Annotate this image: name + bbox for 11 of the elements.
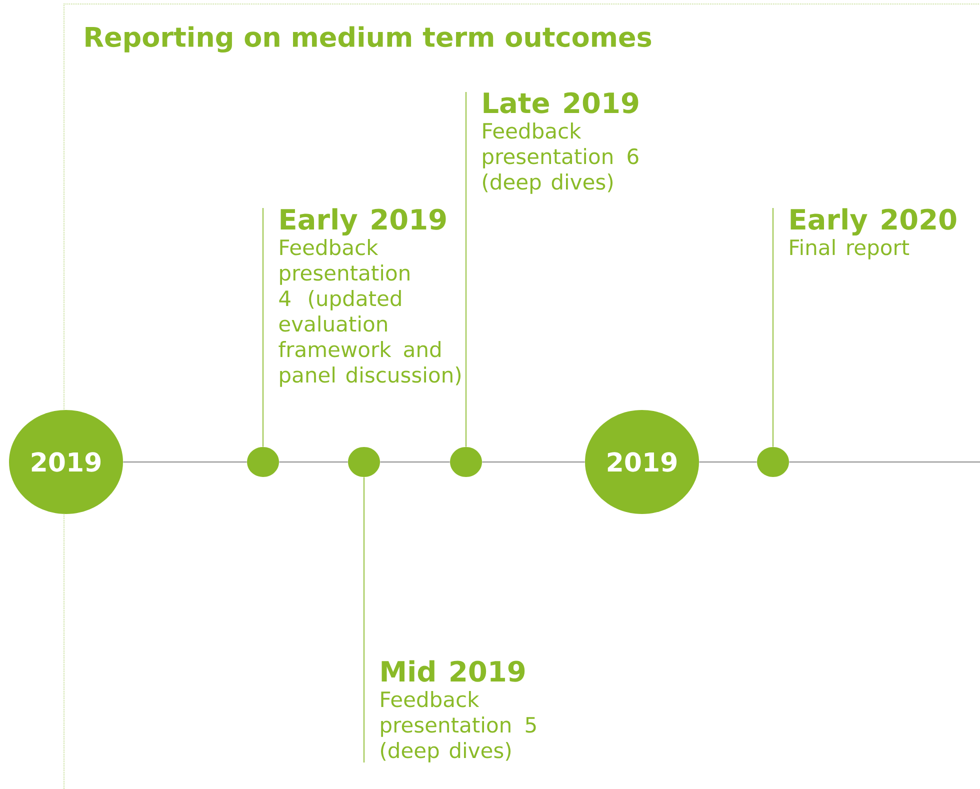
leader-line [772, 208, 774, 448]
milestone-label: Late 2019 Feedback presentation 6 (deep dives) [483, 92, 638, 194]
milestone-label: Early 2019 Feedback presentation 4 (updated evaluation framework and panel discussion) [278, 208, 461, 387]
leader-line [262, 208, 264, 448]
milestone-label: Mid 2019 Feedback presentation 5 (deep dives) [381, 660, 536, 762]
timeline-dot [348, 447, 380, 477]
timeline-dot [450, 447, 482, 477]
timeline-dot [757, 447, 789, 477]
milestone-label: Early 2020 Final report [790, 208, 956, 260]
timeline-dot [247, 447, 279, 477]
title: Reporting on medium term outcomes [86, 26, 652, 53]
